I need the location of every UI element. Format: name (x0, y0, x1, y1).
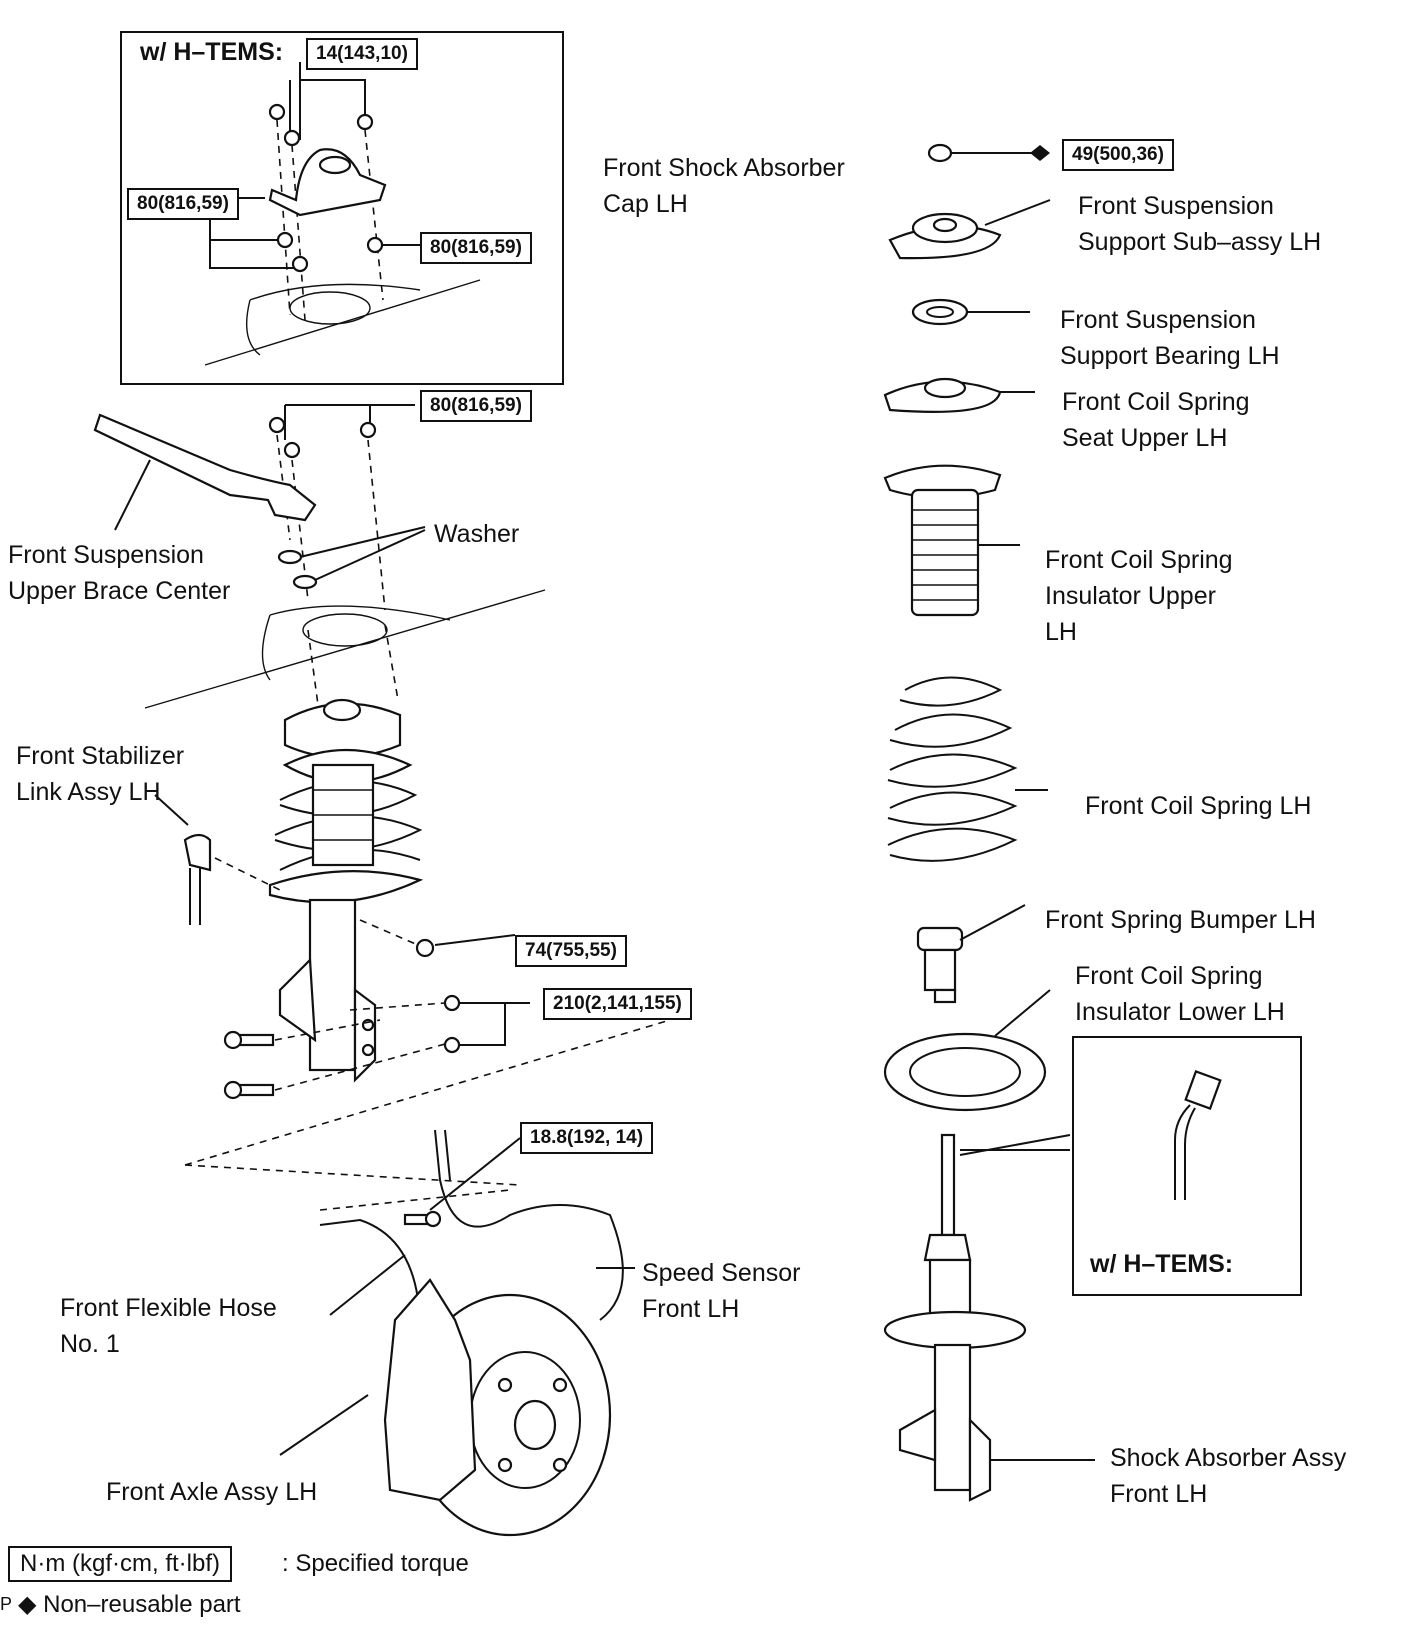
component-column (883, 143, 1095, 1502)
label-insulator-lower-line2: Insulator Lower LH (1075, 998, 1285, 1026)
label-shock-line2: Front LH (1110, 1480, 1208, 1508)
label-spring-bumper: Front Spring Bumper LH (1045, 906, 1316, 934)
htems-connector (1174, 1070, 1222, 1200)
label-insulator-upper-line2: Insulator Upper (1045, 582, 1216, 610)
label-shock-line1: Shock Absorber Assy (1110, 1444, 1347, 1472)
label-flexible-hose: Front Flexible Hose No. 1 (60, 1290, 277, 1362)
legend-unit-box: N·m (kgf·cm, ft·lbf) (8, 1546, 232, 1582)
label-upper-brace: Front Suspension Upper Brace Center (8, 537, 230, 609)
label-shock-cap: Front Shock Absorber Cap LH (603, 150, 845, 222)
label-seat-line2: Seat Upper LH (1062, 424, 1228, 452)
label-seat-line1: Front Coil Spring (1062, 388, 1250, 416)
label-insulator-lower-line1: Front Coil Spring (1075, 962, 1263, 990)
inset-torque-right: 80(816,59) (420, 232, 532, 264)
label-sensor-line1: Speed Sensor (642, 1259, 801, 1287)
inset-frame (120, 31, 564, 385)
label-subassy-line2: Support Sub–assy LH (1078, 228, 1322, 256)
label-insulator-upper-line1: Front Coil Spring (1045, 546, 1233, 574)
label-support-subassy: Front Suspension Support Sub–assy LH (1078, 188, 1321, 260)
label-washer: Washer (434, 520, 520, 548)
front-axle-assembly (279, 1129, 635, 1537)
label-insulator-upper-line3: LH (1045, 618, 1077, 646)
torque-upper-brace: 80(816,59) (420, 390, 532, 422)
label-hose-line2: No. 1 (60, 1330, 120, 1358)
legend-specified: : Specified torque (282, 1550, 469, 1577)
label-stabilizer-link: Front Stabilizer Link Assy LH (16, 738, 184, 810)
label-sensor-line2: Front LH (642, 1295, 740, 1323)
torque-bracket-bolts: 210(2,141,155) (543, 988, 692, 1020)
legend-prefix: P (0, 1594, 13, 1614)
label-insulator-upper: Front Coil Spring Insulator Upper LH (1045, 542, 1233, 650)
label-stabilizer-line2: Link Assy LH (16, 778, 161, 806)
inset-title: w/ H–TEMS: (140, 38, 284, 66)
label-stabilizer-line1: Front Stabilizer (16, 742, 185, 770)
legend-nonreusable: ◆ Non–reusable part (18, 1591, 241, 1618)
label-support-bearing: Front Suspension Support Bearing LH (1060, 302, 1280, 374)
inset-torque-left: 80(816,59) (127, 188, 239, 220)
label-bearing-line1: Front Suspension (1060, 306, 1256, 334)
label-speed-sensor: Speed Sensor Front LH (642, 1255, 800, 1327)
label-insulator-lower: Front Coil Spring Insulator Lower LH (1075, 958, 1285, 1030)
label-upper-brace-line2: Upper Brace Center (8, 577, 231, 605)
label-bearing-line2: Support Bearing LH (1060, 342, 1280, 370)
label-hose-line1: Front Flexible Hose (60, 1294, 277, 1322)
label-subassy-line1: Front Suspension (1078, 192, 1274, 220)
htems-detail-box (1072, 1036, 1302, 1296)
label-shock-cap-line1: Front Shock Absorber (603, 154, 845, 182)
label-shock-absorber: Shock Absorber Assy Front LH (1110, 1440, 1346, 1512)
torque-stabilizer: 74(755,55) (515, 935, 627, 967)
strut-assembly (93, 404, 671, 1186)
torque-sensor-bolt: 18.8(192, 14) (520, 1122, 654, 1154)
torque-support-nut: 49(500,36) (1062, 139, 1174, 171)
label-spring-seat: Front Coil Spring Seat Upper LH (1062, 384, 1250, 456)
label-axle: Front Axle Assy LH (106, 1478, 318, 1506)
label-upper-brace-line1: Front Suspension (8, 541, 204, 569)
inset-torque-top: 14(143,10) (306, 38, 418, 70)
label-shock-cap-line2: Cap LH (603, 190, 688, 218)
inset-assembly (204, 62, 481, 366)
label-coil-spring: Front Coil Spring LH (1085, 792, 1312, 820)
htems-detail-title: w/ H–TEMS: (1090, 1250, 1234, 1278)
